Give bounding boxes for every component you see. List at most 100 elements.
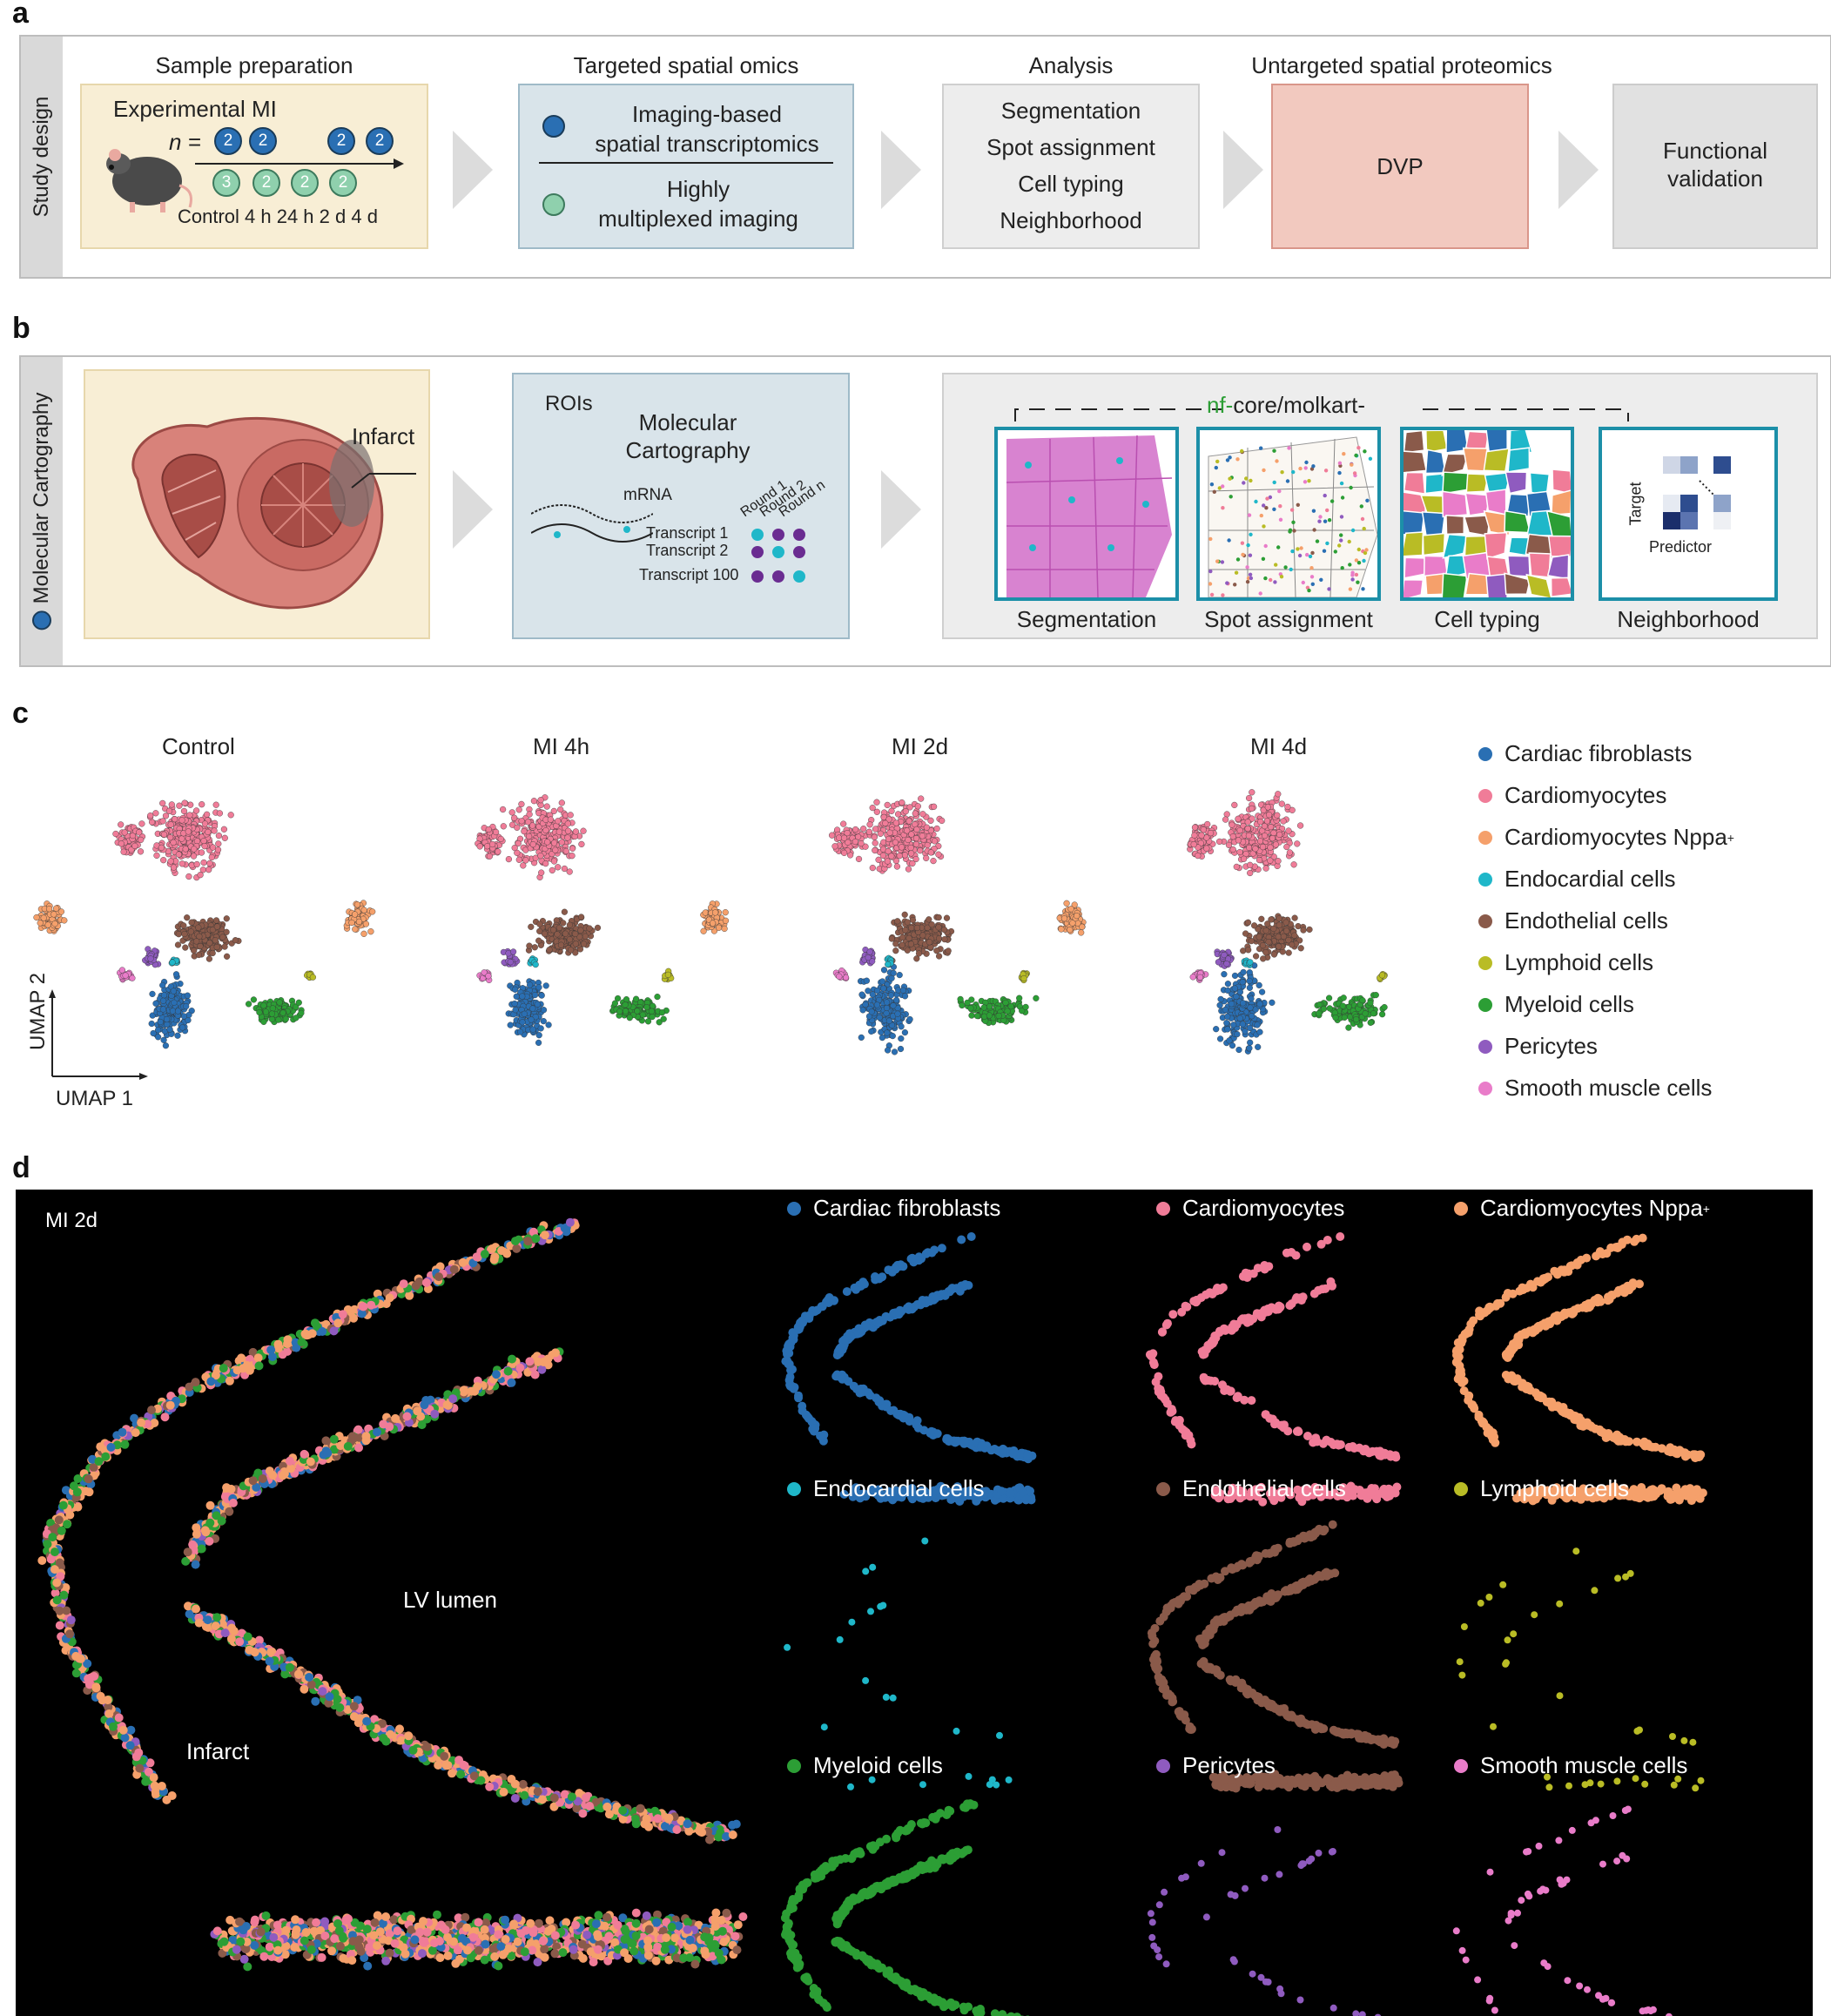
spatial-infarct-label: Infarct <box>186 1738 250 1764</box>
count-top-4d: 2 <box>366 127 394 155</box>
molecular-cartography-tab: Molecular Cartography <box>21 357 63 665</box>
umap-x-label: UMAP 1 <box>56 1087 133 1110</box>
transcriptomics-dot <box>32 610 51 630</box>
targeted-line3: Highly <box>666 176 730 202</box>
thumb-neighborhood: Target Predictor <box>1599 427 1778 601</box>
count-bottom-control: 3 <box>212 169 240 197</box>
spatial-label-cardiomyocytes-nppa: Cardiomyocytes Nppa+ <box>1454 1195 1710 1222</box>
targeted-line1: Imaging-based <box>632 101 782 127</box>
legend-item: Cardiomyocytes Nppa+ <box>1478 824 1734 851</box>
functional-line1: Functional <box>1663 138 1767 164</box>
legend-swatch <box>1478 788 1492 803</box>
spatial-label-myeloid: Myeloid cells <box>787 1752 943 1779</box>
pipeline-box: nf-core/molkart- Target Predictor <box>942 373 1818 639</box>
legend-item: Pericytes <box>1478 1033 1598 1060</box>
panel-letter-c: c <box>12 697 29 730</box>
analysis-item-segmentation: Segmentation <box>1000 98 1141 124</box>
untargeted-caption: Untargeted spatial proteomics <box>1251 52 1552 78</box>
legend-item: Endocardial cells <box>1478 866 1676 893</box>
heart-box: Infarct <box>84 369 430 639</box>
analysis-caption: Analysis <box>1028 52 1114 78</box>
transcript-2-label: Transcript 2 <box>646 542 729 559</box>
umap-axes <box>49 989 148 1080</box>
roi-title1: Molecular <box>638 409 737 435</box>
sample-prep-caption: Sample preparation <box>155 52 353 78</box>
mouse-icon <box>106 149 192 212</box>
sample-prep-box: Experimental MI n = 2 2 2 2 3 2 2 2 Cont… <box>80 84 428 249</box>
chevron-right-icon <box>453 470 493 549</box>
umap-title-mi2d: MI 2d <box>892 733 949 759</box>
cell-type-legend: Cardiac fibroblasts Cardiomyocytes Cardi… <box>1478 740 1827 1106</box>
panel-letter-b: b <box>12 312 30 345</box>
umap-plots <box>33 789 1388 1055</box>
multiplexed-dot <box>542 193 565 216</box>
legend-swatch <box>1478 955 1492 970</box>
targeted-caption: Targeted spatial omics <box>573 52 799 78</box>
n-label: n = <box>169 129 201 155</box>
transcript-code-grid <box>751 529 805 583</box>
pipeline-bracket <box>1014 408 1629 421</box>
targeted-box: Imaging-based spatial transcriptomics Hi… <box>518 84 854 249</box>
analysis-item-cell-typing: Cell typing <box>1018 171 1124 197</box>
thumb-spot-assignment <box>1196 427 1381 601</box>
functional-line2: validation <box>1667 165 1763 192</box>
roi-title2: Cartography <box>625 437 751 463</box>
legend-swatch <box>1478 872 1492 887</box>
dvp-label: DVP <box>1377 153 1424 179</box>
functional-box: Functional validation <box>1612 84 1818 249</box>
timepoints-label: Control 4 h 24 h 2 d 4 d <box>178 206 378 227</box>
legend-swatch <box>1478 1039 1492 1054</box>
molecular-cartography-label: Molecular Cartography <box>30 393 54 630</box>
dvp-box: DVP <box>1271 84 1529 249</box>
panel-letter-d: d <box>12 1151 30 1184</box>
rois-label: ROIs <box>545 392 593 415</box>
thumb-cell-typing <box>1400 427 1574 601</box>
spatial-panel: MI 2d LV lumen Infarct Cardiac fibroblas… <box>16 1190 1813 2016</box>
spatial-map <box>37 1217 1707 2016</box>
predictor-axis-label: Predictor <box>1649 538 1713 556</box>
spatial-label-pericytes: Pericytes <box>1156 1752 1276 1779</box>
spatial-label-cardiac-fibroblasts: Cardiac fibroblasts <box>787 1195 1000 1222</box>
spatial-label-lymphoid: Lymphoid cells <box>1454 1475 1629 1502</box>
transcript-1-label: Transcript 1 <box>646 524 729 542</box>
legend-item: Smooth muscle cells <box>1478 1075 1712 1102</box>
count-bottom-2d: 2 <box>329 169 357 197</box>
timeline-arrow <box>195 158 404 169</box>
analysis-item-spot-assignment: Spot assignment <box>986 134 1155 160</box>
legend-swatch <box>1478 830 1492 845</box>
step-segmentation: Segmentation <box>1016 606 1157 632</box>
umap-title-control: Control <box>162 733 235 759</box>
legend-swatch <box>1478 914 1492 928</box>
pipeline-name: nf-core/molkart- <box>1207 392 1366 418</box>
count-top-control: 2 <box>214 127 242 155</box>
step-neighborhood: Neighborhood <box>1617 606 1760 632</box>
chevron-right-icon <box>881 470 921 549</box>
thumb-segmentation <box>994 427 1179 601</box>
umap-y-label: UMAP 2 <box>26 973 50 1050</box>
umap-title-mi4h: MI 4h <box>533 733 590 759</box>
spatial-label-cardiomyocytes: Cardiomyocytes <box>1156 1195 1344 1222</box>
transcriptomics-dot <box>542 115 565 138</box>
spatial-sample-label: MI 2d <box>45 1209 98 1232</box>
heart-illustration <box>131 416 416 610</box>
count-bottom-4h: 2 <box>252 169 280 197</box>
mrna-strands <box>531 504 653 543</box>
spatial-label-smooth-muscle: Smooth muscle cells <box>1454 1752 1687 1779</box>
count-top-2d: 2 <box>327 127 355 155</box>
analysis-item-neighborhood: Neighborhood <box>1000 207 1142 233</box>
study-design-tab: Study design <box>21 37 63 277</box>
count-top-4h: 2 <box>249 127 277 155</box>
analysis-box: Segmentation Spot assignment Cell typing… <box>942 84 1200 249</box>
legend-item: Cardiac fibroblasts <box>1478 740 1692 767</box>
chevron-right-icon <box>881 131 921 209</box>
step-cell-typing: Cell typing <box>1434 606 1540 632</box>
legend-item: Myeloid cells <box>1478 991 1634 1018</box>
lv-lumen-label: LV lumen <box>403 1587 497 1613</box>
chevron-right-icon <box>1558 131 1599 209</box>
panel-letter-a: a <box>12 0 29 30</box>
chevron-right-icon <box>453 131 493 209</box>
legend-item: Cardiomyocytes <box>1478 782 1666 809</box>
roi-box: ROIs Molecular Cartography mRNA Round 1 … <box>512 373 850 639</box>
targeted-line4: multiplexed imaging <box>598 206 798 232</box>
legend-item: Lymphoid cells <box>1478 949 1653 976</box>
